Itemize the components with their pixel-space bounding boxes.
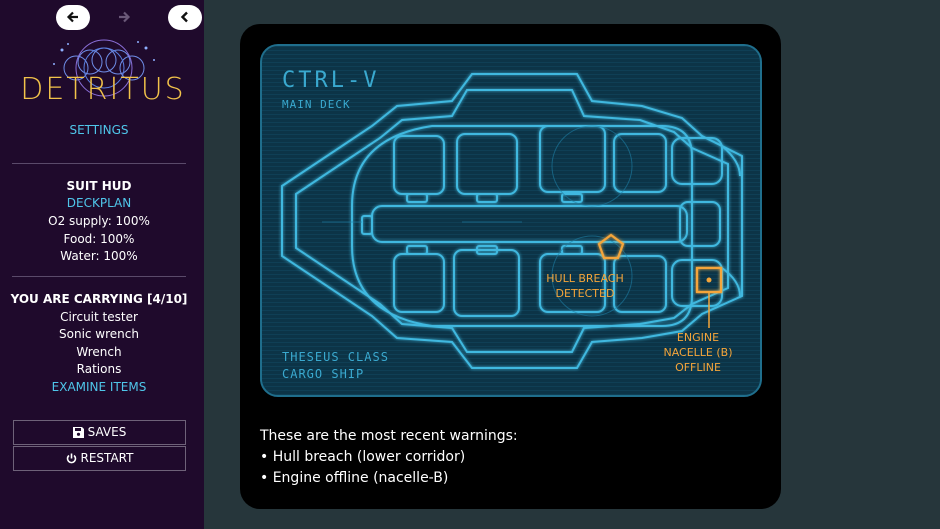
ship-name: CTRL-V xyxy=(282,68,380,93)
food-level: Food: 100% xyxy=(63,232,135,246)
logo-orbit-icon xyxy=(53,39,155,97)
main-panel: CTRL-V MAIN DECK THESEUS CLASS CARGO SHI… xyxy=(240,24,781,509)
restart-label: RESTART xyxy=(80,451,134,465)
ship-blueprint xyxy=(262,46,760,395)
arrow-left-icon xyxy=(66,11,78,23)
power-icon xyxy=(66,453,76,464)
collapse-sidebar-button[interactable] xyxy=(168,5,202,30)
forward-button[interactable] xyxy=(107,5,141,30)
warning-hull-breach: • Hull breach (lower corridor) xyxy=(260,449,466,465)
settings-link[interactable]: SETTINGS xyxy=(69,123,129,137)
deck-name: MAIN DECK xyxy=(282,98,351,111)
warning-engine-offline: • Engine offline (nacelle-B) xyxy=(260,470,449,486)
arrow-right-icon xyxy=(119,11,131,23)
inventory-item-wrench: Wrench xyxy=(76,345,122,359)
ship-class-line-1: THESEUS CLASS xyxy=(282,350,389,364)
engine-label-line-2: NACELLE (B) xyxy=(663,346,733,359)
logo-wordmark: DETRITUS xyxy=(20,72,186,107)
engine-offline-label: ENGINE NACELLE (B) OFFLINE xyxy=(648,330,748,375)
suit-hud-title: SUIT HUD xyxy=(66,179,132,193)
water-level: Water: 100% xyxy=(60,249,138,263)
warning-intro: These are the most recent warnings: xyxy=(260,428,518,444)
divider xyxy=(12,276,186,277)
deckplan-link[interactable]: DECKPLAN xyxy=(66,196,132,210)
saves-button[interactable]: SAVES xyxy=(13,420,186,445)
ship-class-line-2: CARGO SHIP xyxy=(282,367,365,381)
engine-label-line-3: OFFLINE xyxy=(675,361,721,374)
inventory-title: YOU ARE CARRYING [4/10] xyxy=(10,292,188,306)
examine-items-link[interactable]: EXAMINE ITEMS xyxy=(51,380,147,394)
hull-breach-label-line-1: HULL BREACH xyxy=(546,272,624,285)
floppy-disk-icon xyxy=(72,427,84,438)
hull-breach-marker xyxy=(597,233,625,260)
inventory-item-rations: Rations xyxy=(76,362,122,376)
hull-breach-label-line-2: DETECTED xyxy=(555,287,615,300)
game-logo: DETRITUS xyxy=(18,38,188,108)
restart-button[interactable]: RESTART xyxy=(13,446,186,471)
back-button[interactable] xyxy=(56,5,90,30)
deckplan-map: CTRL-V MAIN DECK THESEUS CLASS CARGO SHI… xyxy=(260,44,762,397)
divider xyxy=(12,163,186,164)
inventory-item-circuit-tester: Circuit tester xyxy=(60,310,138,324)
o2-supply: O2 supply: 100% xyxy=(48,214,150,228)
warning-message: These are the most recent warnings: • Hu… xyxy=(260,426,518,489)
ship-outline xyxy=(281,73,743,369)
engine-label-line-1: ENGINE xyxy=(676,331,720,344)
inventory-item-sonic-wrench: Sonic wrench xyxy=(59,327,139,341)
hull-breach-label: HULL BREACH DETECTED xyxy=(538,271,632,301)
sidebar: DETRITUS SETTINGS SUIT HUD DECKPLAN O2 s… xyxy=(0,0,204,529)
saves-label: SAVES xyxy=(87,425,127,439)
chevron-left-icon xyxy=(180,11,188,23)
ship-class: THESEUS CLASS CARGO SHIP xyxy=(282,349,389,383)
